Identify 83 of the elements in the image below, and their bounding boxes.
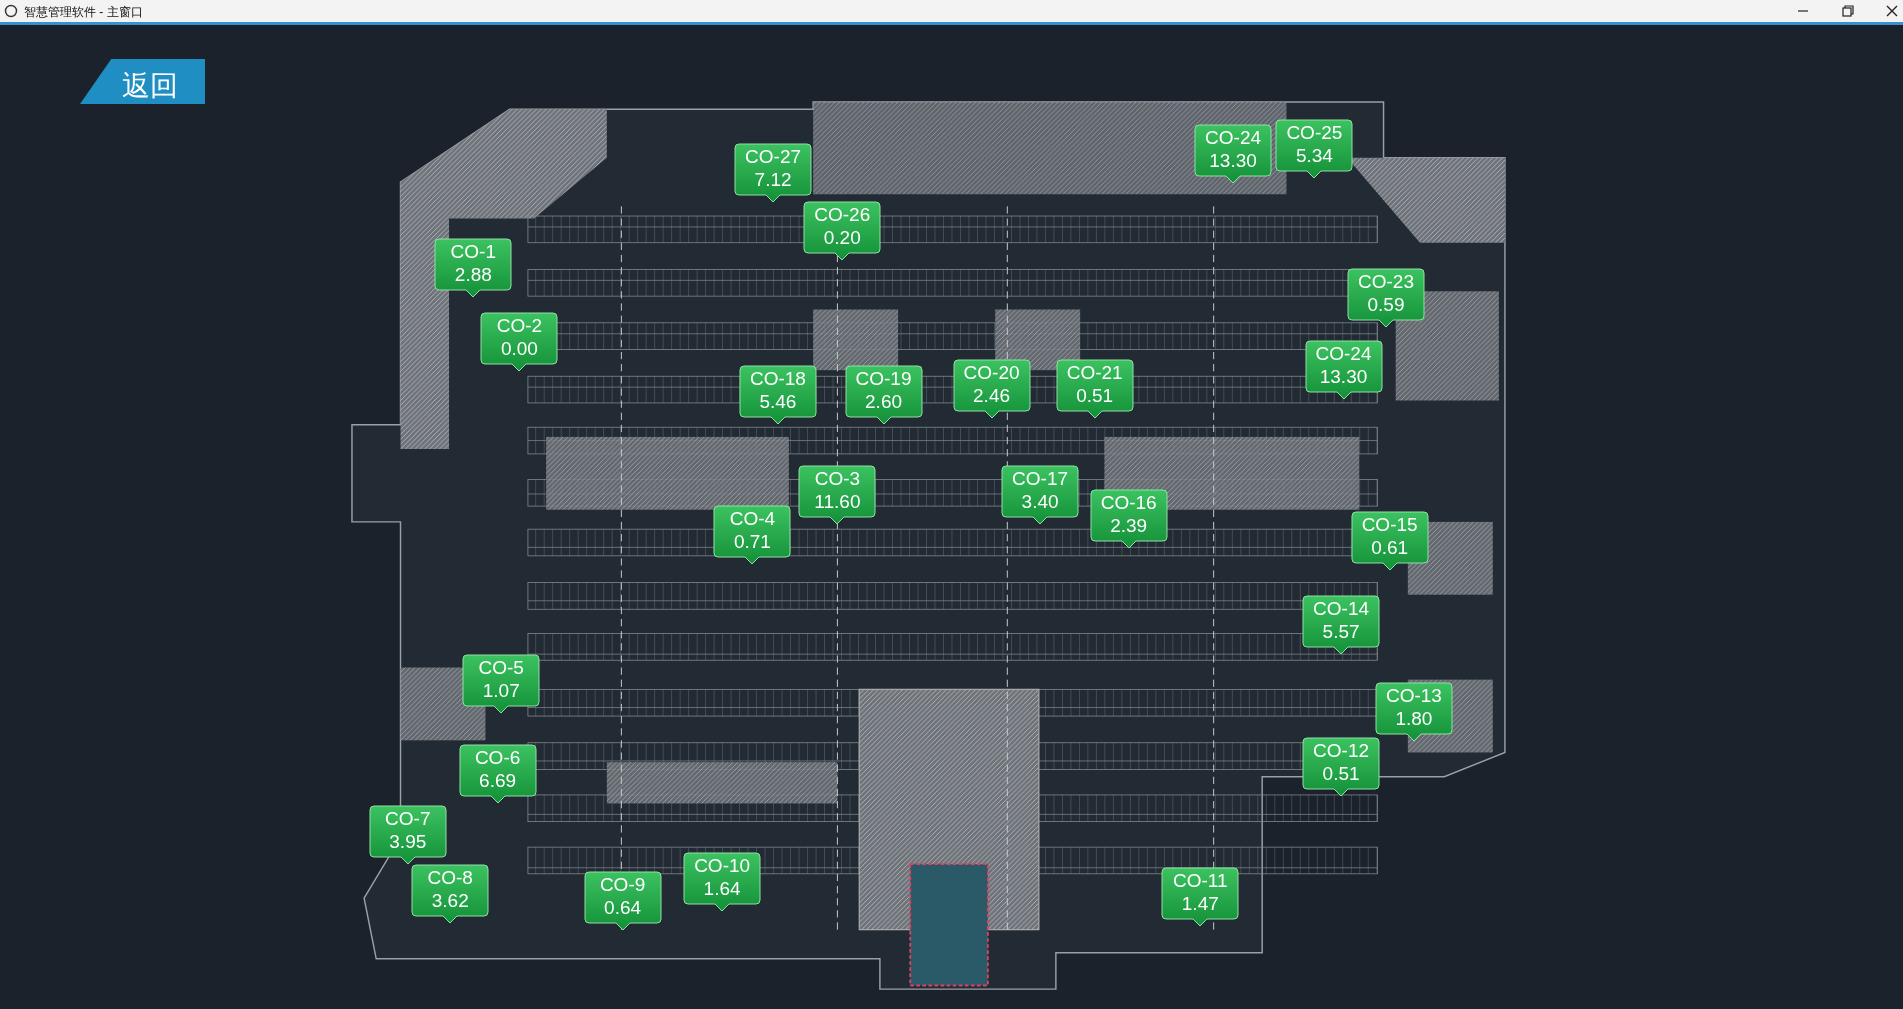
sensor-value: 1.64: [702, 877, 742, 900]
sensor-callout: [1347, 268, 1425, 329]
sensor-callout: [1089, 489, 1168, 550]
sensor-value: 0.51: [1075, 385, 1115, 408]
sensor-value: 0.51: [1321, 762, 1361, 785]
sensor-value: 0.71: [732, 530, 772, 553]
sensor-callout: [1055, 359, 1134, 420]
sensor-callout: [368, 804, 447, 865]
sensor-callout: [803, 201, 882, 262]
sensor-value: 2.39: [1109, 515, 1149, 538]
sensor-name: CO-20: [962, 362, 1021, 385]
sensor-value: 1.47: [1180, 892, 1220, 915]
sensor-name: CO-17: [1011, 467, 1070, 490]
sensor-callout: [1001, 464, 1080, 525]
sensor-value: 0.20: [822, 227, 862, 250]
sensor-value: 0.64: [603, 897, 643, 920]
sensor-callout: [1194, 123, 1273, 184]
sensor-callout: [683, 851, 762, 912]
sensor-value: 2.46: [972, 385, 1012, 408]
sensor-name: CO-24: [1204, 126, 1263, 149]
sensor-name: CO-13: [1384, 685, 1443, 708]
sensor-value: 6.69: [478, 769, 518, 792]
sensor-callout: [434, 237, 513, 298]
sensor-value: 5.57: [1321, 620, 1361, 643]
sensor-value: 2.60: [864, 391, 903, 414]
sensor-name: CO-24: [1314, 342, 1373, 365]
sensor-value: 3.95: [388, 830, 428, 853]
sensor-name: CO-3: [813, 467, 862, 490]
sensor-name: CO-19: [854, 368, 913, 391]
sensor-value: 13.30: [1318, 365, 1369, 388]
sensor-name: CO-4: [728, 507, 777, 530]
sensor-callout: [1161, 866, 1240, 927]
sensor-name: CO-25: [1285, 121, 1344, 144]
sensor-callout: [480, 311, 559, 372]
sensor-name: CO-1: [449, 240, 497, 263]
sensor-value: 1.80: [1394, 708, 1434, 731]
sensor-callout: [1302, 594, 1381, 655]
sensor-value: 0.59: [1366, 294, 1406, 317]
sensor-name: CO-7: [384, 807, 432, 830]
sensor-name: CO-21: [1065, 362, 1124, 385]
sensor-name: CO-27: [744, 146, 803, 169]
sensor-callout: [798, 464, 877, 525]
sensor-name: CO-11: [1172, 869, 1229, 892]
sensor-value: 1.07: [481, 680, 521, 703]
sensor-callout: [1275, 118, 1354, 179]
sensor-callout: [1304, 339, 1383, 400]
sensor-name: CO-6: [473, 746, 522, 769]
sensor-name: CO-23: [1357, 271, 1415, 294]
sensor-name: CO-12: [1312, 739, 1371, 762]
window-title: 智慧管理软件 - 主窗口: [24, 4, 143, 21]
sensor-callout: [734, 143, 813, 204]
sensor-name: CO-26: [813, 204, 872, 227]
sensor-name: CO-2: [495, 314, 544, 337]
sensor-value: 3.40: [1020, 490, 1060, 513]
sensor-callout: [713, 504, 792, 565]
sensor-value: 11.60: [813, 490, 862, 513]
sensor-name: CO-18: [748, 368, 807, 391]
sensor-name: CO-15: [1360, 513, 1419, 536]
sensor-name: CO-9: [598, 874, 647, 897]
sensor-callout: [462, 654, 541, 715]
back-button: 返回: [80, 59, 206, 105]
sensor-callout: [583, 871, 662, 932]
sensor-name: CO-5: [477, 657, 525, 680]
sensor-value: 5.34: [1294, 144, 1334, 167]
sensor-callout: [738, 365, 817, 426]
sensor-callout: [952, 359, 1031, 420]
sensor-value: 0.00: [499, 337, 539, 360]
sensor-value: 7.12: [753, 169, 793, 192]
sensor-callout: [844, 365, 923, 426]
sensor-callout: [411, 864, 490, 925]
sensor-name: CO-14: [1312, 597, 1371, 620]
sensor-value: 0.61: [1370, 536, 1410, 559]
sensor-value: 3.62: [430, 890, 470, 913]
sensor-callout: [1350, 510, 1429, 571]
sensor-name: CO-10: [693, 854, 752, 877]
sensor-value: 13.30: [1208, 149, 1258, 172]
sensor-callout: [458, 743, 537, 804]
sensor-name: CO-16: [1099, 492, 1158, 515]
sensor-value: 2.88: [453, 263, 493, 286]
sensor-name: CO-8: [426, 867, 474, 890]
sensor-value: 5.46: [758, 391, 798, 414]
sensor-callout: [1374, 682, 1453, 743]
sensor-callout: [1302, 736, 1381, 797]
